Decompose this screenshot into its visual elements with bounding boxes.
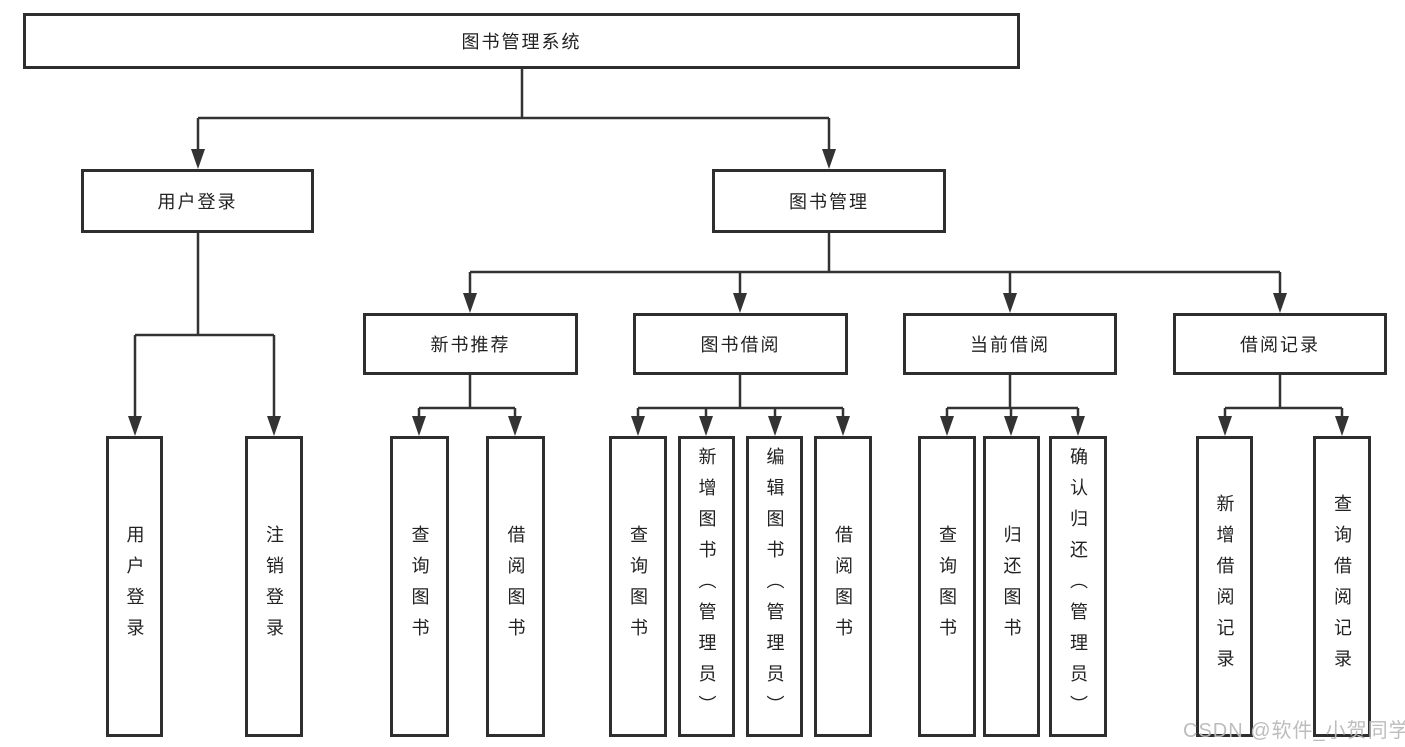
leaf-query-books-current: 查询图书: [918, 436, 976, 737]
node-book-borrowing: 图书借阅: [633, 313, 848, 375]
node-user-login: 用户登录: [81, 169, 314, 233]
leaf-user-login: 用户登录: [106, 436, 163, 737]
csdn-watermark: CSDN @软件_小贺同学: [1183, 720, 1405, 742]
node-new-book-recommendation: 新书推荐: [363, 313, 578, 375]
leaf-borrow-books-recommend: 借阅图书: [486, 436, 545, 737]
leaf-return-books: 归还图书: [983, 436, 1040, 737]
leaf-logout: 注销登录: [245, 436, 303, 737]
leaf-query-books-borrowing: 查询图书: [609, 436, 667, 737]
connector-book-management-children: [468, 233, 1282, 296]
leaf-query-borrow-record: 查询借阅记录: [1313, 436, 1371, 737]
node-library-management-system: 图书管理系统: [23, 13, 1020, 69]
leaf-add-borrow-record: 新增借阅记录: [1196, 436, 1253, 737]
leaf-confirm-return-admin: 确认归还（管理员）: [1049, 436, 1107, 737]
node-current-borrowing: 当前借阅: [903, 313, 1117, 375]
connector-current-borrowing-children: [945, 375, 1080, 419]
connector-user-login-children: [133, 233, 276, 419]
node-borrowing-records: 借阅记录: [1173, 313, 1387, 375]
connector-root-to-level2: [196, 69, 831, 152]
arrowheads: [128, 149, 1349, 436]
leaf-query-books-recommend: 查询图书: [390, 436, 449, 737]
leaf-borrow-books-borrowing: 借阅图书: [814, 436, 872, 737]
connector-book-borrowing-children: [636, 375, 845, 419]
connector-borrowing-records-children: [1223, 375, 1344, 419]
node-book-management: 图书管理: [712, 169, 946, 233]
leaf-edit-books-admin: 编辑图书（管理员）: [746, 436, 803, 737]
connector-new-book-recommendation-children: [417, 375, 517, 419]
leaf-add-books-admin: 新增图书（管理员）: [678, 436, 735, 737]
